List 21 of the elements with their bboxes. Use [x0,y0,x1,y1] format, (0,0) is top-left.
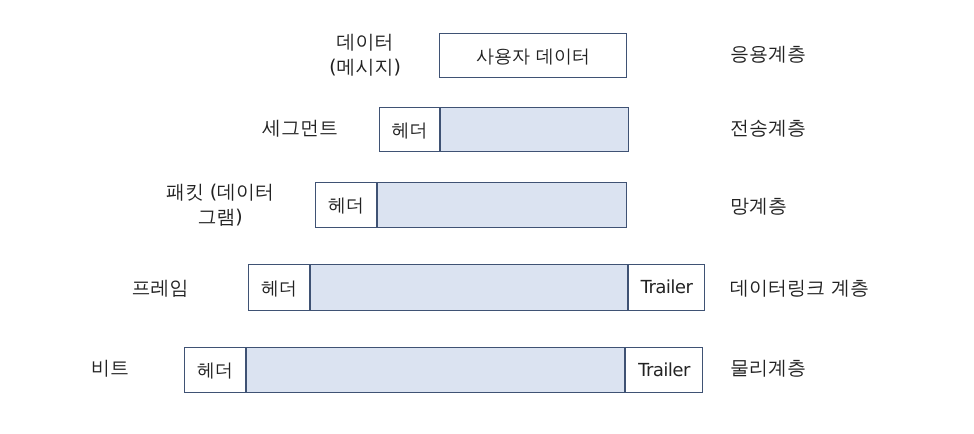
header-box: 헤더 [248,264,310,311]
payload-box [377,182,627,228]
unit-label: 세그먼트 [262,116,338,141]
layer-label: 전송계층 [730,117,806,139]
header-box: 헤더 [184,347,246,393]
unit-label: 비트 [91,356,129,381]
trailer-box: Trailer [628,264,705,311]
layer-label: 데이터링크 계층 [730,277,870,299]
payload-box [310,264,628,311]
trailer-box: Trailer [625,347,703,393]
header-box: 헤더 [315,182,377,228]
header-box: 헤더 [379,107,440,152]
payload-box [440,107,629,152]
layer-label: 물리계층 [730,357,806,379]
unit-label: 패킷 (데이터그램) [164,180,276,230]
layer-label: 망계층 [730,195,787,217]
layer-label: 응용계층 [730,43,806,65]
unit-label: 프레임 [132,276,188,301]
payload-box [246,347,625,393]
data-box: 사용자 데이터 [439,33,627,78]
unit-label: 데이터 (메시지) [328,30,402,80]
